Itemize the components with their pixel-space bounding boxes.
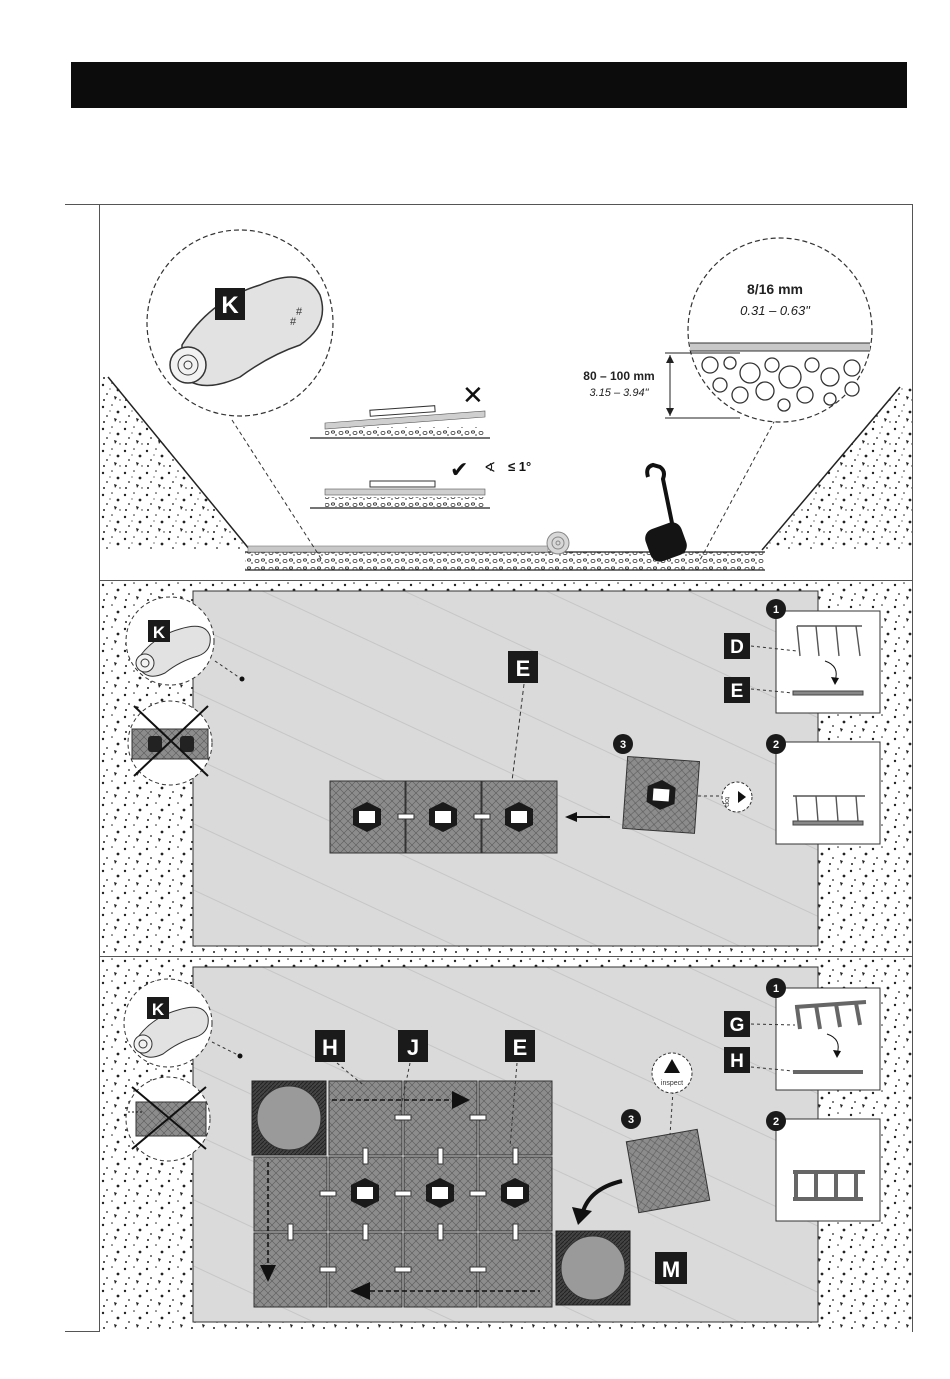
paver-tile — [482, 781, 557, 853]
svg-text:3: 3 — [620, 739, 626, 751]
tile-connector — [474, 814, 490, 819]
paver-tile — [330, 781, 405, 853]
garden-roller-icon — [642, 465, 689, 564]
paver-tile — [329, 1081, 402, 1155]
svg-text:inspect: inspect — [661, 1080, 683, 1087]
step-2-panel: K — [100, 580, 912, 956]
paver-tile-loose — [626, 1129, 709, 1212]
svg-text:2: 2 — [773, 1116, 779, 1128]
wrong-orientation-callout — [128, 701, 212, 785]
fleece-detail-circle: # # — [147, 230, 333, 416]
label-k: K — [215, 288, 245, 320]
step-3-panel: K — [100, 956, 912, 1332]
svg-text:J: J — [407, 1035, 419, 1060]
wrong-icon: ✕ — [462, 380, 484, 410]
gravel-bed — [245, 552, 765, 570]
step-1-panel: # # K ✕ ✔ ∢ ≤ 1° — [100, 205, 912, 579]
paver-tile — [254, 1157, 327, 1231]
frame-right-rule — [912, 204, 913, 1332]
svg-text:E: E — [516, 656, 531, 681]
depth-in: 3.15 – 3.94" — [590, 387, 650, 399]
detail-box-2: 2 — [766, 1111, 880, 1221]
paver-tile — [404, 1081, 477, 1155]
top-tag: top — [722, 782, 752, 812]
wrong-layout-callout — [126, 1077, 210, 1161]
svg-text:1: 1 — [773, 604, 779, 616]
step-1-illustration: # # K ✕ ✔ ∢ ≤ 1° — [100, 205, 912, 579]
svg-text:top: top — [723, 797, 730, 807]
svg-text:2: 2 — [773, 739, 779, 751]
section-title-bar — [71, 62, 907, 108]
paver-tile-loose — [623, 757, 700, 834]
paver-tile-row — [330, 781, 557, 853]
detail-box-2: 2 — [766, 734, 880, 844]
depth-mm: 80 – 100 mm — [583, 369, 654, 383]
label-h-detail: H — [730, 1051, 744, 1072]
paver-tile — [404, 1233, 477, 1307]
gravel-detail-circle: 8/16 mm 0.31 – 0.63" — [688, 238, 872, 422]
svg-text:1: 1 — [773, 983, 779, 995]
step-3-badge: 3 — [621, 1109, 641, 1129]
label-d: D — [730, 637, 744, 658]
gravel-size-in: 0.31 – 0.63" — [740, 303, 811, 318]
fleece-roll-icon — [547, 532, 569, 554]
label-g: G — [730, 1015, 745, 1036]
slope-limit: ≤ 1° — [508, 459, 531, 474]
svg-text:3: 3 — [628, 1114, 634, 1126]
tile-connector — [398, 814, 414, 819]
svg-text:E: E — [513, 1035, 528, 1060]
step-3-illustration: K — [100, 957, 912, 1332]
paver-tile — [406, 781, 481, 853]
step-3-badge: 3 — [613, 734, 633, 754]
angle-icon: ∢ — [484, 459, 496, 475]
gravel-size-mm: 8/16 mm — [747, 281, 803, 297]
svg-text:M: M — [662, 1257, 680, 1282]
manhole-cover — [556, 1231, 630, 1305]
svg-text:H: H — [322, 1035, 338, 1060]
label-k: K — [152, 1000, 165, 1019]
label-e-detail: E — [731, 681, 744, 702]
svg-text:#: # — [296, 306, 303, 318]
level-right-diagram: ✔ ∢ ≤ 1° — [310, 457, 531, 508]
check-icon: ✔ — [450, 457, 468, 482]
label-k: K — [153, 623, 166, 642]
step-2-illustration: K — [100, 581, 912, 956]
svg-text:K: K — [221, 292, 239, 319]
fleece-layer — [248, 546, 548, 552]
paver-tile — [479, 1081, 552, 1155]
level-wrong-diagram: ✕ — [310, 380, 490, 438]
paver-tile — [479, 1233, 552, 1307]
label-m: M — [655, 1252, 687, 1284]
manhole-cover — [252, 1081, 326, 1155]
